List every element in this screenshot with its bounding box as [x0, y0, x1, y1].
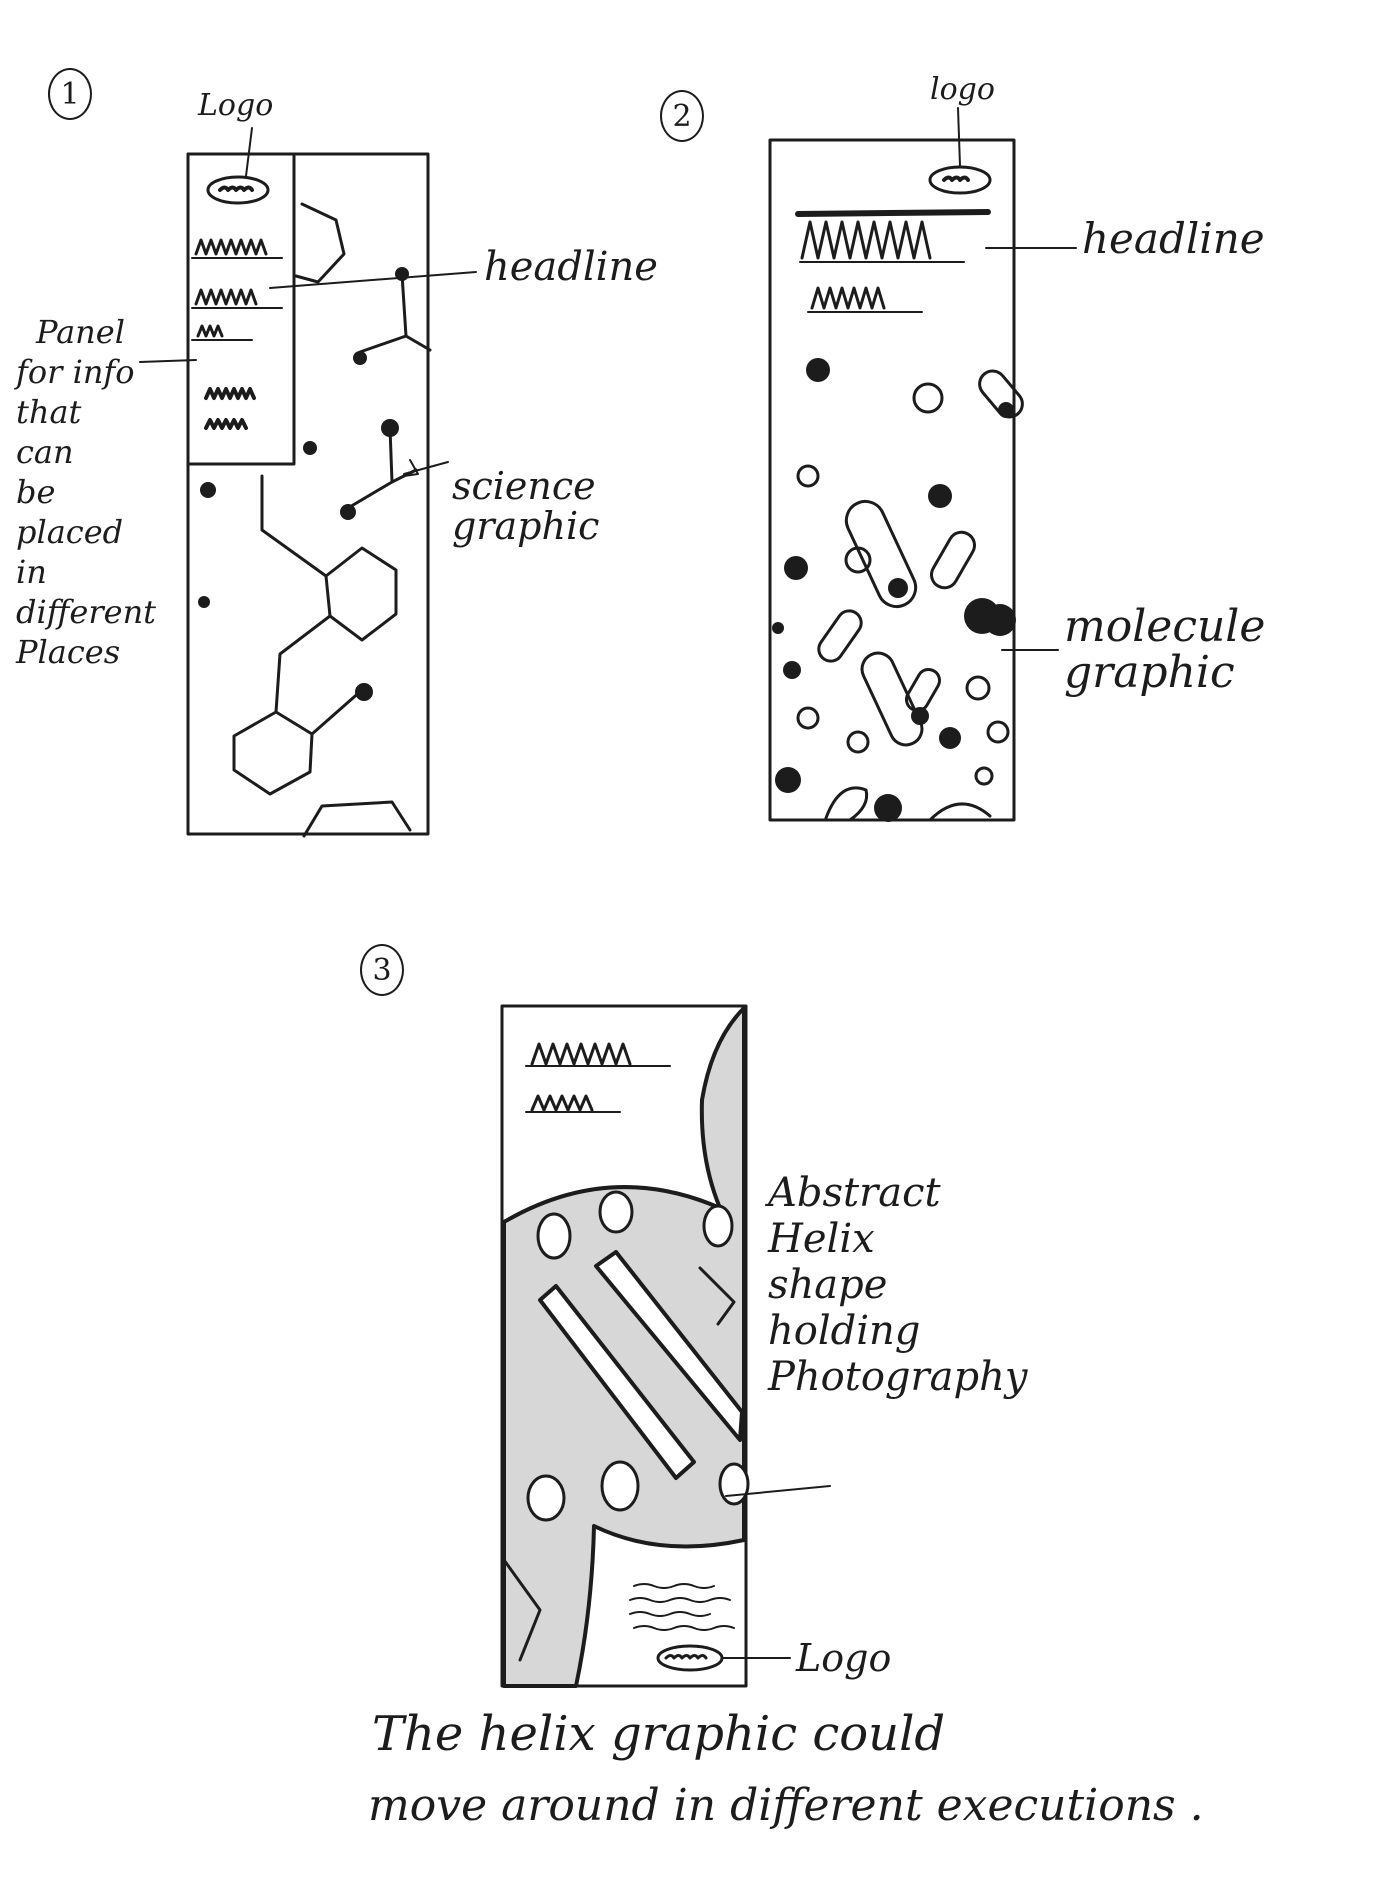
- sketch-2-headline-scribble: [795, 209, 991, 313]
- sketch-3-body-copy: [629, 1583, 735, 1631]
- sketch-2-molecule-graphic: [796, 369, 1024, 822]
- sketch-2-graphic-note: molecule graphic: [1064, 601, 1266, 698]
- sketch-2-logo-mark: [928, 165, 992, 195]
- sketch-1-logo-label: Logo: [198, 88, 274, 123]
- sketch-3-headline-scribble: [525, 1042, 671, 1113]
- sketch-1-logo-mark: [206, 175, 270, 205]
- sketch-3-number: 3: [360, 944, 404, 996]
- sketch-3-helix-note: Abstract Helix shape holding Photography: [768, 1170, 1028, 1400]
- sketch-1-info-panel: [186, 152, 296, 466]
- sketch-3-logo-label: Logo: [796, 1636, 892, 1680]
- sketch-1-panel-note: Panel for info that can be placed in dif…: [16, 313, 157, 671]
- sketch-1-headline-scribble: [191, 238, 283, 430]
- sketch-3-helix-graphic: [502, 1006, 750, 1688]
- sketch-2-number: 2: [660, 90, 704, 142]
- sketch-1-frame: [186, 152, 430, 836]
- sketch-2-logo-label: logo: [930, 72, 995, 107]
- sketch-1-number: 1: [48, 68, 92, 120]
- footer-note-line-2: move around in different executions .: [368, 1780, 1204, 1831]
- footer-note-line-1: The helix graphic could: [372, 1706, 946, 1762]
- sketch-1-science-graphic: [232, 202, 432, 838]
- sketch-1-headline-label: headline: [484, 244, 658, 290]
- sketch-2-headline-label: headline: [1082, 214, 1265, 263]
- sketch-1-graphic-note: science graphic: [452, 464, 600, 548]
